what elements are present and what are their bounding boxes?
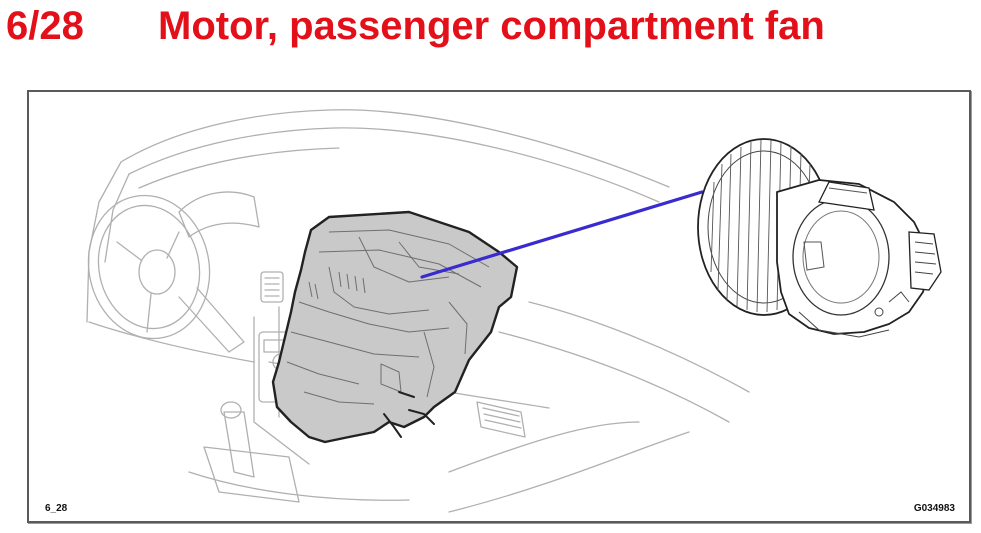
page-title: Motor, passenger compartment fan [158, 4, 825, 48]
hvac-housing-highlighted [271, 210, 519, 444]
figure-number-label: 6_28 [45, 503, 68, 514]
page-number: 6/28 [6, 4, 84, 48]
figure-code-label: G034983 [913, 503, 955, 514]
page-header: 6/28 Motor, passenger compartment fan [0, 0, 981, 70]
dashboard-drawing [86, 109, 750, 513]
pointer-line [420, 190, 704, 279]
illustration [86, 109, 942, 513]
illustration-frame: 6_28 G034983 [27, 90, 971, 523]
blower-fan-motor-detail [697, 138, 942, 338]
